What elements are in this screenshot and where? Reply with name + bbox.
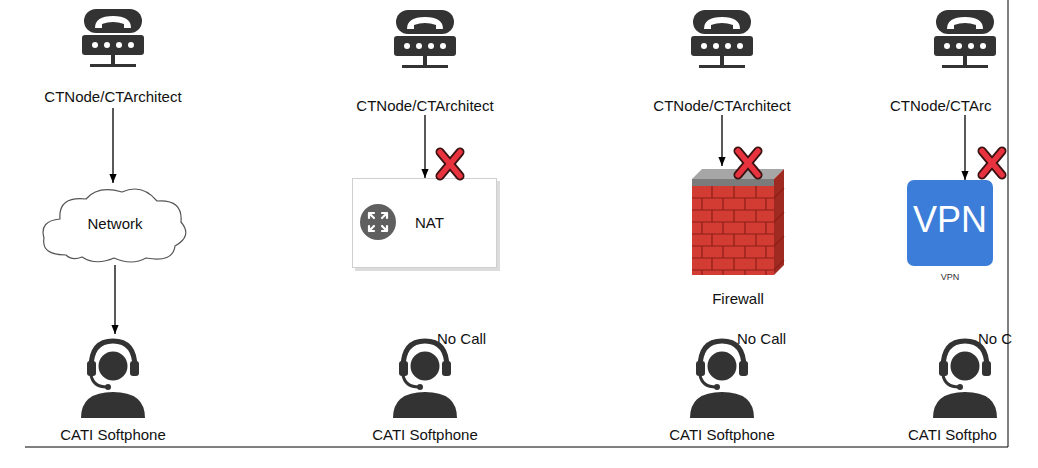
agent-icon [933, 341, 997, 418]
status-note: No Call [437, 330, 486, 348]
agent-icon [690, 341, 754, 418]
vpn-box: VPNVPN [907, 180, 993, 266]
device-label: CTNode/CTArc [890, 97, 1038, 115]
phone-icon [691, 10, 753, 68]
device-label: CTNode/CTArchitect [637, 97, 807, 115]
connector-arrow [964, 115, 965, 180]
node-label: NAT [415, 214, 444, 232]
agent-icon [393, 341, 457, 418]
phone-icon [394, 10, 456, 68]
status-note: No Call [737, 330, 786, 348]
nat-icon [360, 204, 396, 240]
nat-arrows [369, 213, 387, 231]
cross-fill [982, 151, 1002, 175]
network-cloud: Network [36, 183, 194, 265]
device-label: CATI Softpho [885, 426, 1038, 444]
agent-icon [81, 341, 145, 418]
cross-outline [440, 152, 460, 176]
connector-arrow [721, 115, 722, 166]
wall-face [692, 186, 774, 275]
connector-arrow [112, 108, 113, 183]
phone-icon [934, 10, 996, 68]
blocked-mark [982, 151, 1002, 175]
frame-line [25, 447, 1008, 448]
icon-caption: VPN [887, 272, 1013, 283]
device-label: CATI Softphone [345, 426, 505, 444]
cross-outline [982, 151, 1002, 175]
device-label: CTNode/CTArchitect [28, 88, 198, 106]
brick-lines [692, 186, 784, 275]
blocked-mark [738, 151, 758, 175]
cross-fill [738, 151, 758, 175]
node-label: Network [36, 215, 194, 233]
cross-outline [738, 151, 758, 175]
blocked-mark [440, 152, 460, 176]
device-label: CTNode/CTArchitect [340, 97, 510, 115]
nat-circle [360, 204, 396, 240]
status-note: No C [978, 330, 1012, 348]
cross-fill [440, 152, 460, 176]
wall-cap-front [692, 179, 774, 186]
device-label: CATI Softphone [642, 426, 802, 444]
device-label: Firewall [688, 290, 788, 308]
firewall-icon [692, 169, 784, 275]
device-label: CATI Softphone [33, 426, 193, 444]
node-label: VPN [907, 200, 993, 240]
connector-arrow [424, 115, 425, 178]
wall-side [774, 169, 784, 275]
phone-icon [82, 9, 144, 67]
frame-line [1008, 0, 1009, 447]
connector-arrow [114, 265, 115, 334]
